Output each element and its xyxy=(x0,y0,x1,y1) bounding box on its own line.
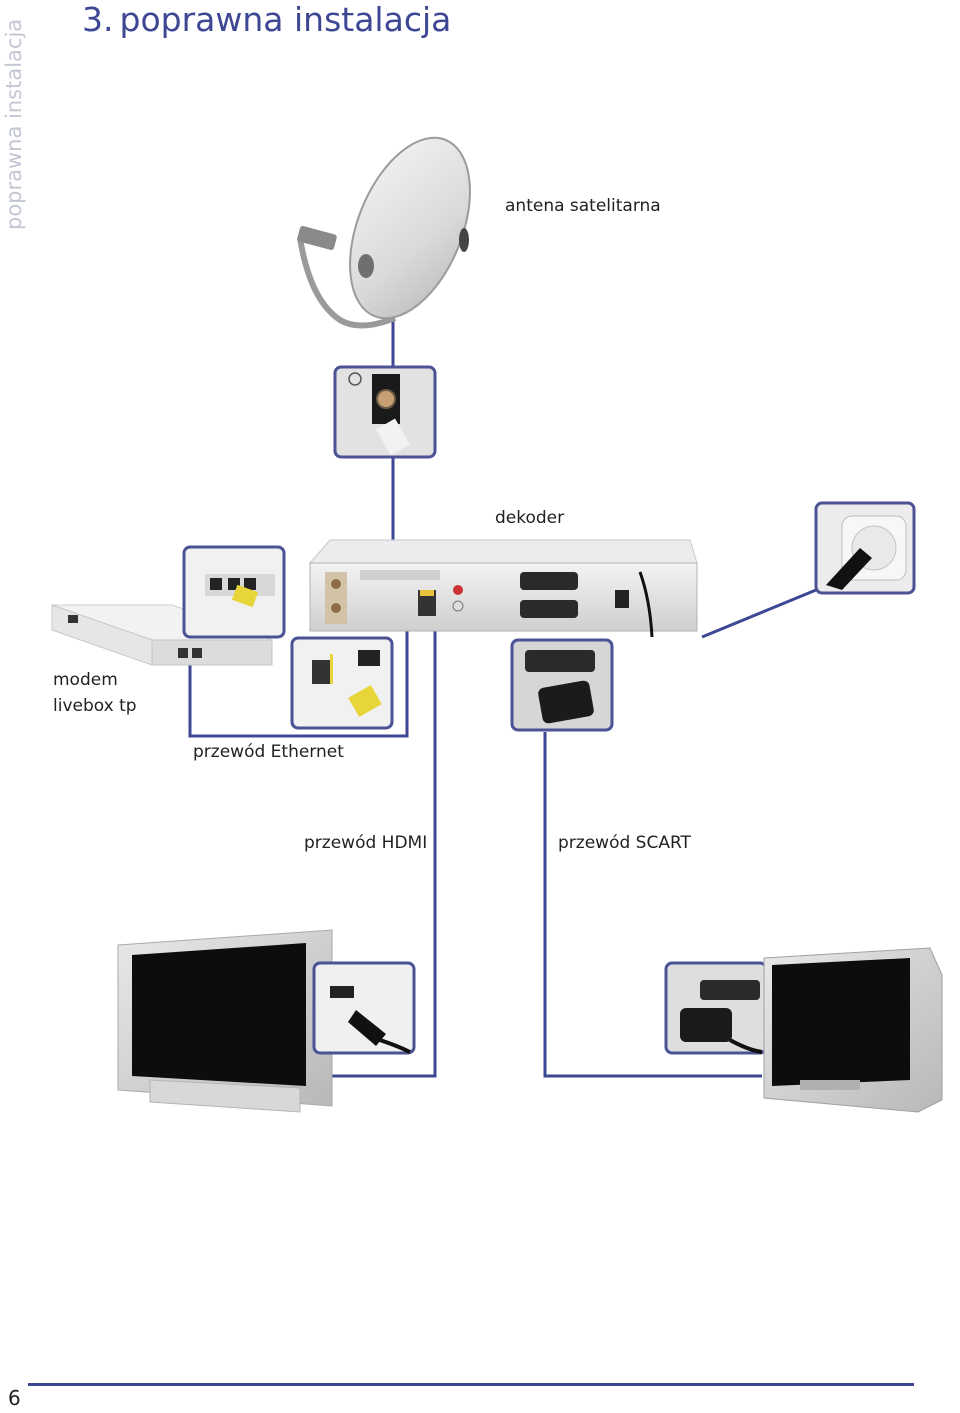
section-title: poprawna instalacja xyxy=(119,0,452,39)
scart-cable-label: przewód SCART xyxy=(558,833,691,853)
satellite-dish-image xyxy=(297,136,471,329)
hdmi-cable-label: przewód HDMI xyxy=(304,833,428,853)
decoder-label: dekoder xyxy=(495,508,565,528)
connection-lines xyxy=(188,318,817,1078)
section-number: 3. xyxy=(82,0,114,39)
hdmi-line xyxy=(320,620,437,1078)
tv-scart-callout xyxy=(664,961,768,1055)
footer-rule xyxy=(28,1383,914,1386)
decoder-image xyxy=(308,539,698,638)
scart-line xyxy=(543,732,762,1078)
page-number: 6 xyxy=(8,1386,21,1410)
power-socket-callout xyxy=(814,501,916,595)
crt-tv-image xyxy=(763,947,943,1113)
ethernet-line xyxy=(188,620,409,738)
flat-tv-image xyxy=(117,929,333,1113)
modem-ethernet-callout xyxy=(182,545,286,639)
modem-label: modem livebox tp xyxy=(53,667,137,719)
page-title: 3.poprawna instalacja xyxy=(82,0,451,39)
decoder-scart-callout xyxy=(510,638,614,732)
tv-hdmi-callout xyxy=(312,961,416,1055)
modem-label-line1: modem xyxy=(53,670,118,690)
modem-label-line2: livebox tp xyxy=(53,696,137,716)
decoder-ethernet-callout xyxy=(290,636,394,730)
ethernet-cable-label: przewód Ethernet xyxy=(193,742,344,762)
antenna-label: antena satelitarna xyxy=(505,196,661,216)
antenna-connector-callout xyxy=(333,365,437,459)
power-line xyxy=(701,588,817,639)
